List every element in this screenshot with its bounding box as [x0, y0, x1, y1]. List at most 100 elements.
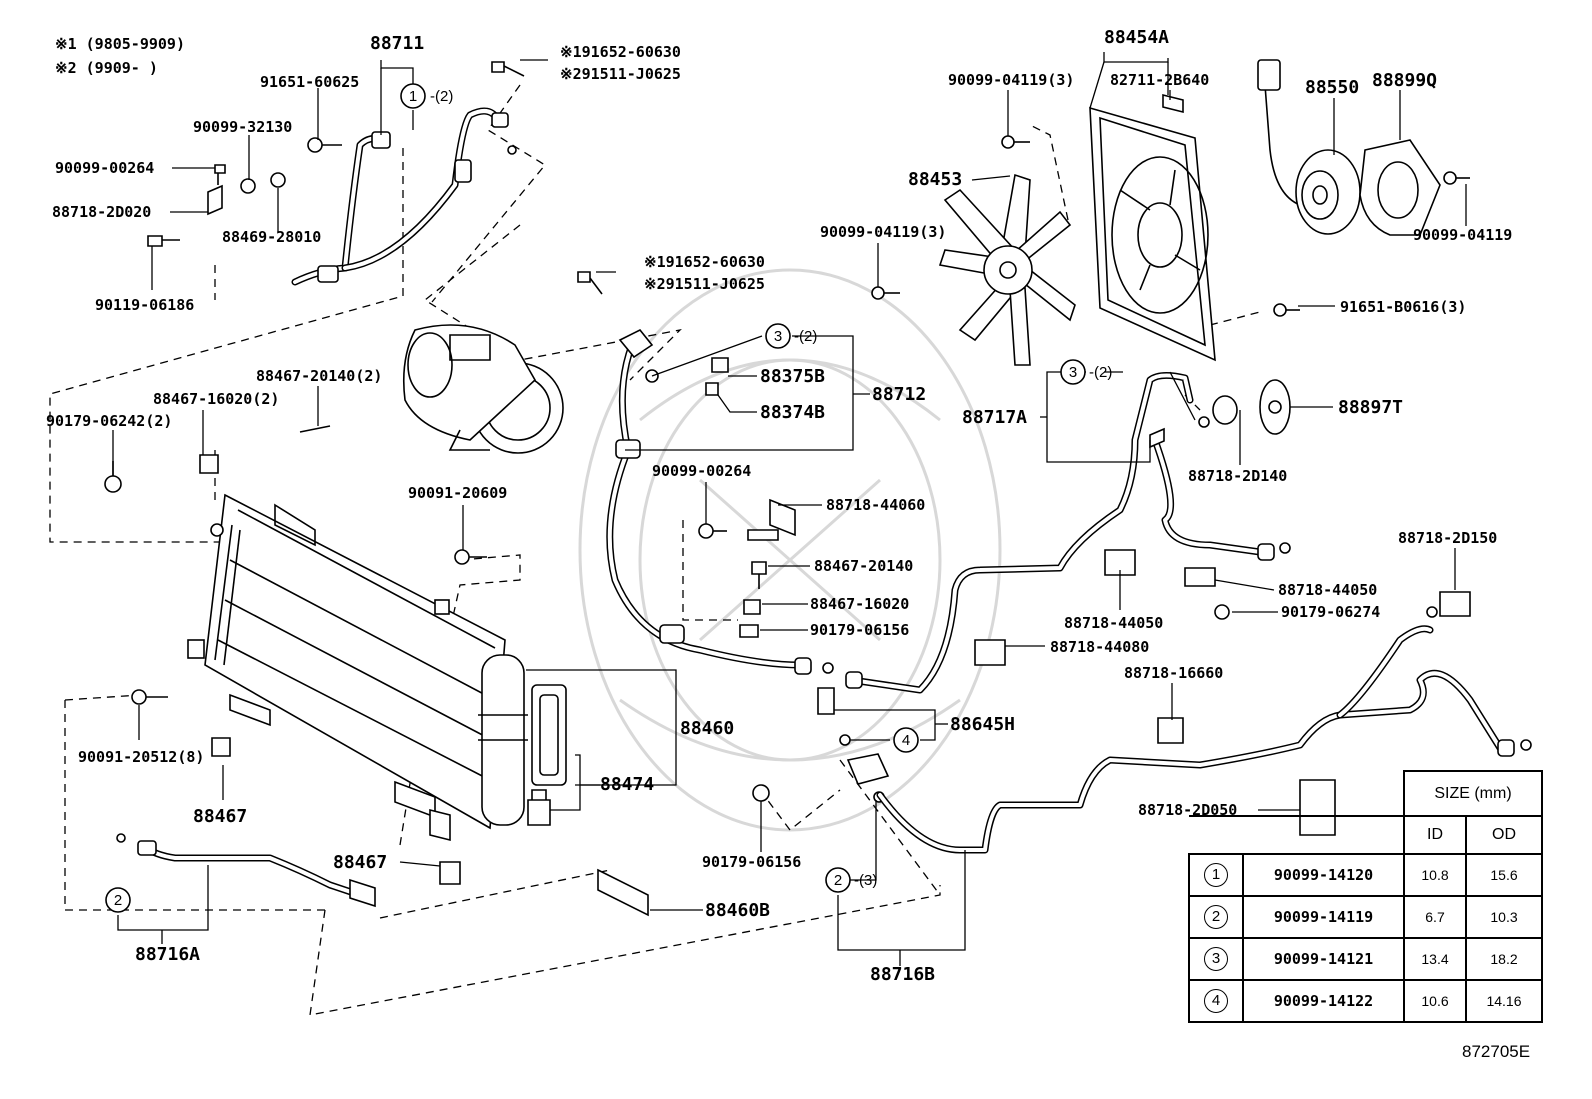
table-col-od: OD [1465, 815, 1543, 855]
label-82711-2B640: 82711-2B640 [1110, 71, 1209, 89]
label-88711: 88711 [370, 33, 424, 54]
callout-3b-num: 3 [1069, 364, 1077, 381]
label-91651-B0616-3: 91651-B0616(3) [1340, 298, 1466, 316]
row-callout-num: 3 [1204, 947, 1228, 971]
callout-3b: 3 -(2) [1060, 359, 1112, 385]
label-88716B: 88716B [870, 964, 935, 985]
table-row: 3 90099-14121 13.4 18.2 [1188, 937, 1543, 981]
compressor [402, 324, 564, 454]
label-90179-06156-b: 90179-06156 [702, 853, 801, 871]
suction-hose-88712 [606, 328, 834, 675]
small-hardware-left [147, 61, 603, 295]
label-88645H: 88645H [950, 714, 1015, 735]
receiver-dryer-88460 [478, 654, 567, 826]
row-id: 10.6 [1403, 979, 1467, 1023]
label-88467-20140-2: 88467-20140(2) [256, 367, 382, 385]
label-91652-60630-a: ※191652-60630 [560, 43, 681, 61]
callout-2a-num: 2 [114, 892, 122, 909]
row-od: 10.3 [1465, 895, 1543, 939]
label-88899Q: 88899Q [1372, 70, 1437, 91]
label-91511-J0625-b: ※291511-J0625 [644, 275, 765, 293]
label-88718-2D020: 88718-2D020 [52, 203, 151, 221]
row-callout-num: 2 [1204, 905, 1228, 929]
callout-2b-num: 2 [834, 872, 842, 889]
callout-3b-qty: -(2) [1089, 364, 1112, 381]
note-2: ※2 (9909- ) [55, 59, 158, 77]
label-88374B: 88374B [760, 402, 825, 423]
label-88467-a: 88467 [193, 806, 247, 827]
seal-size-table: SIZE (mm) ID OD 1 90099-14120 10.8 15.6 … [1188, 770, 1543, 1023]
row-od: 14.16 [1465, 979, 1543, 1023]
label-91651-60625: 91651-60625 [260, 73, 359, 91]
label-88467-20140: 88467-20140 [814, 557, 913, 575]
leader-lines [112, 52, 1467, 966]
label-88718-44050-a: 88718-44050 [1278, 581, 1377, 599]
callout-3a: 3 -(2) [765, 323, 817, 349]
row-callout-num: 1 [1204, 863, 1228, 887]
condenser-hardware [104, 425, 487, 885]
label-90099-04119-3a: 90099-04119(3) [948, 71, 1074, 89]
table-title: SIZE (mm) [1403, 770, 1543, 817]
callout-1-qty: -(2) [430, 88, 453, 105]
callout-4: 4 [893, 727, 919, 753]
label-90099-32130: 90099-32130 [193, 118, 292, 136]
label-88718-2D140: 88718-2D140 [1188, 467, 1287, 485]
label-90099-00264-b: 90099-00264 [652, 462, 751, 480]
part-labels: ※1 (9805-9909) ※2 (9909- ) 88711 91651-6… [46, 27, 1512, 985]
callout-2b-qty: -(3) [854, 872, 877, 889]
table-row: 1 90099-14120 10.8 15.6 [1188, 853, 1543, 897]
fan-shroud-88454A [1089, 93, 1216, 362]
label-91652-60630-b: ※191652-60630 [644, 253, 765, 271]
label-88460B: 88460B [705, 900, 770, 921]
label-88375B: 88375B [760, 366, 825, 387]
callout-3a-num: 3 [774, 328, 782, 345]
fan-motor-88550 [1257, 59, 1361, 235]
label-88897T: 88897T [1338, 397, 1403, 418]
table-row: 2 90099-14119 6.7 10.3 [1188, 895, 1543, 939]
row-od: 15.6 [1465, 853, 1543, 897]
label-88718-16660: 88718-16660 [1124, 664, 1223, 682]
table-row: 4 90099-14122 10.6 14.16 [1188, 979, 1543, 1023]
cooling-fan-88453 [938, 173, 1076, 366]
fan-hardware [871, 135, 1300, 435]
label-88718-44080: 88718-44080 [1050, 638, 1149, 656]
label-91511-J0625-a: ※291511-J0625 [560, 65, 681, 83]
illustration-ref-code: 872705E [1462, 1042, 1531, 1061]
row-part-number: 90099-14122 [1242, 979, 1405, 1023]
row-id: 10.8 [1403, 853, 1467, 897]
assembly-dashed-lines [49, 84, 1261, 1016]
suction-tube-88717A [845, 371, 1291, 694]
discharge-hose-88711 [291, 107, 517, 286]
label-88717A: 88717A [962, 407, 1027, 428]
label-88469-28010: 88469-28010 [222, 228, 321, 246]
row-od: 18.2 [1465, 937, 1543, 981]
table-header-blank [1189, 771, 1404, 817]
pressure-switch-area [752, 687, 890, 803]
row-part-number: 90099-14121 [1242, 937, 1405, 981]
callout-2b: 2 -(3) [825, 867, 877, 893]
row-part-number: 90099-14119 [1242, 895, 1405, 939]
label-88718-2D150: 88718-2D150 [1398, 529, 1497, 547]
row-id: 13.4 [1403, 937, 1467, 981]
label-88474: 88474 [600, 774, 654, 795]
label-88454A: 88454A [1104, 27, 1169, 48]
row-callout-num: 4 [1204, 989, 1228, 1013]
label-88467-16020-2: 88467-16020(2) [153, 390, 279, 408]
label-90179-06274: 90179-06274 [1281, 603, 1380, 621]
label-88712: 88712 [872, 384, 926, 405]
label-88460: 88460 [680, 718, 734, 739]
condenser [187, 493, 506, 842]
label-90179-06156-a: 90179-06156 [810, 621, 909, 639]
label-88550: 88550 [1305, 77, 1359, 98]
label-88467-b: 88467 [333, 852, 387, 873]
label-88718-44060: 88718-44060 [826, 496, 925, 514]
label-90099-04119: 90099-04119 [1413, 226, 1512, 244]
table-col-id: ID [1403, 815, 1467, 855]
label-90099-04119-3b: 90099-04119(3) [820, 223, 946, 241]
table-subheader-blank [1189, 816, 1404, 854]
callout-1-num: 1 [409, 88, 417, 105]
motor-bracket-88899Q [1359, 139, 1470, 236]
label-90091-20512-8: 90091-20512(8) [78, 748, 204, 766]
label-90119-06186: 90119-06186 [95, 296, 194, 314]
row-part-number: 90099-14120 [1242, 853, 1405, 897]
